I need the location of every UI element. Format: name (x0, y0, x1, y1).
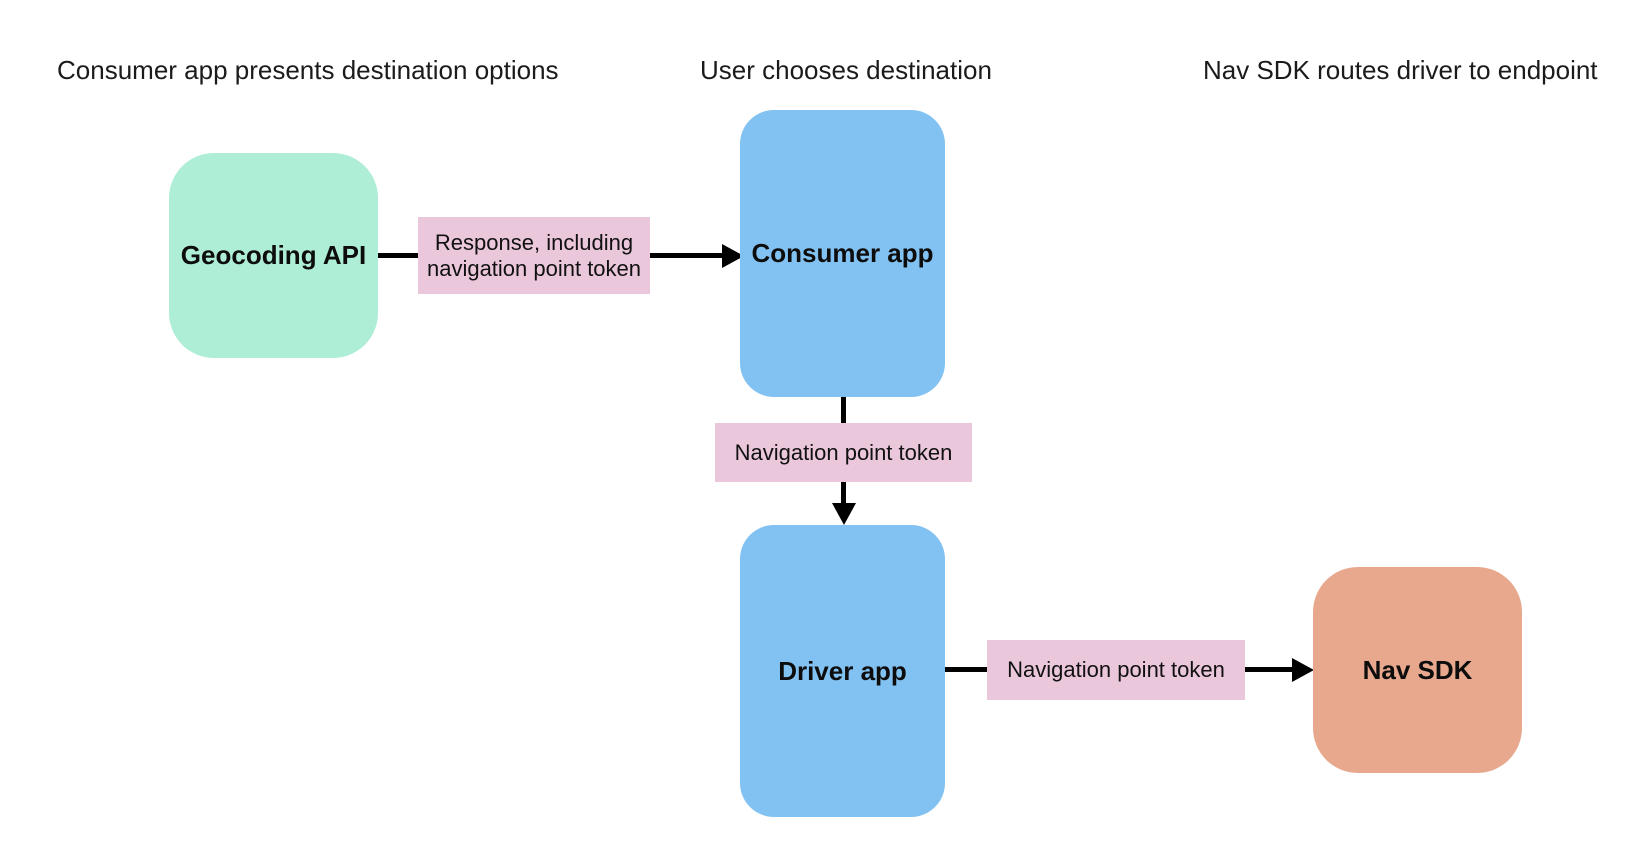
lane-header-user-chooses: User chooses destination (700, 55, 992, 85)
arrowhead-down-icon (832, 503, 856, 525)
node-nav-sdk: Nav SDK (1313, 567, 1522, 773)
node-driver-app: Driver app (740, 525, 945, 817)
edge-label-navigation-point-token-2: Navigation point token (987, 640, 1245, 700)
edge-label-navigation-point-token-1: Navigation point token (715, 423, 972, 482)
arrowhead-right-icon (722, 244, 744, 268)
lane-header-consumer-presents: Consumer app presents destination option… (57, 55, 559, 85)
arrowhead-right-icon (1292, 658, 1314, 682)
edge-label-response-including-token: Response, including navigation point tok… (418, 217, 650, 294)
node-geocoding-api: Geocoding API (169, 153, 378, 358)
node-consumer-app: Consumer app (740, 110, 945, 397)
lane-header-navsdk-routes: Nav SDK routes driver to endpoint (1203, 55, 1598, 85)
